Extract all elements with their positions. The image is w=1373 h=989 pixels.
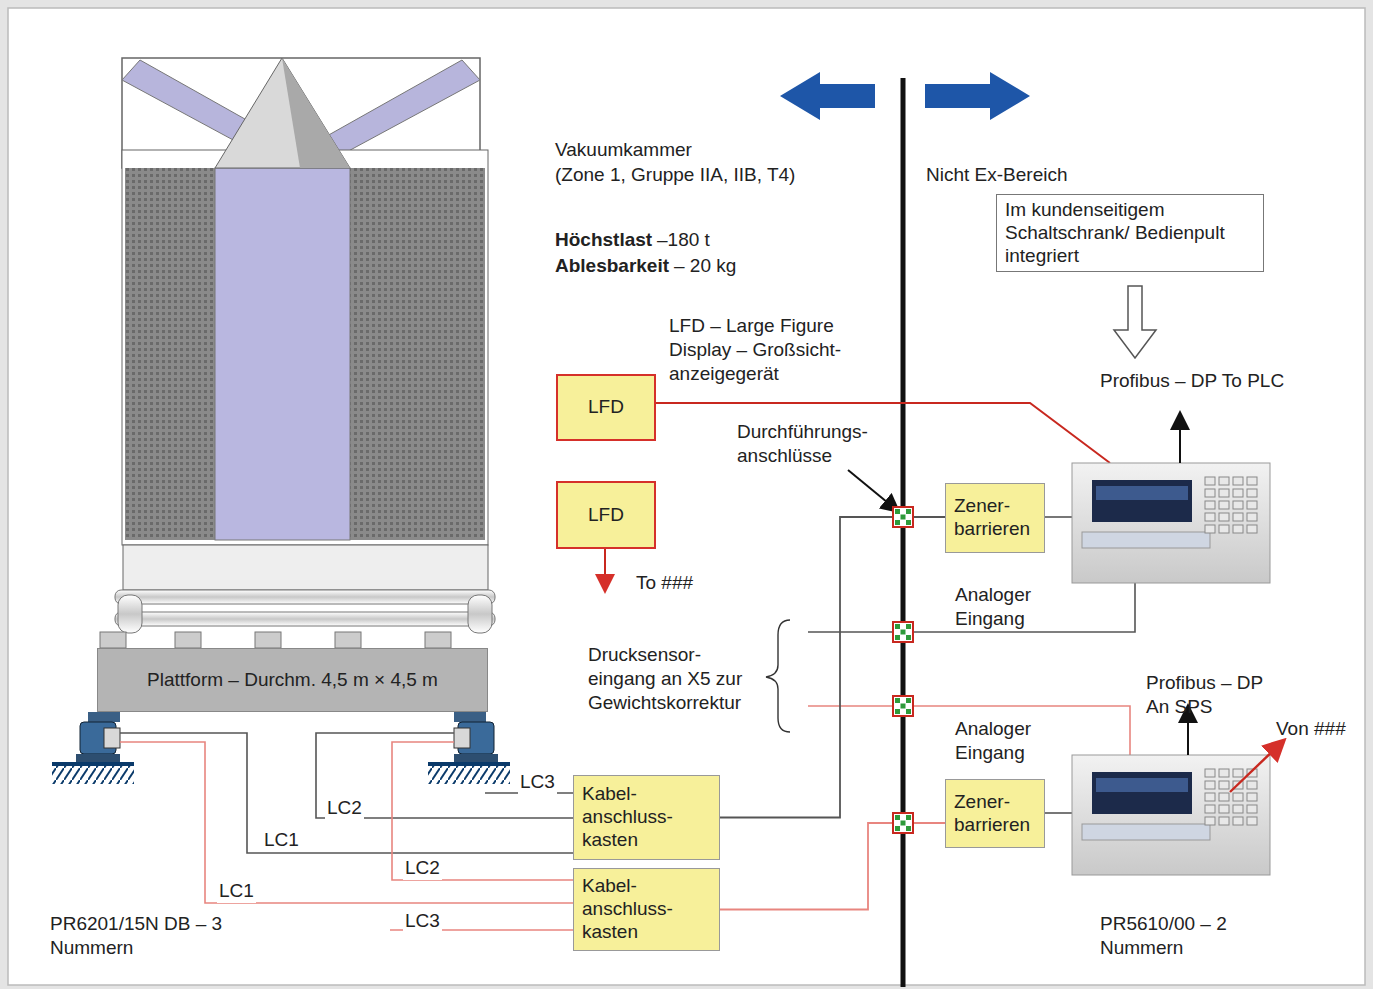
label-text: PR6201/15N DB – 3 Nummern [50,912,225,960]
label-text: Analoger Eingang [955,717,1075,765]
label-text: Profibus – DP An SPS [1146,671,1266,719]
feedthrough [893,622,913,642]
note-box: Im kundenseitigem Schaltschrank/ Bedienp… [996,194,1264,272]
label-text: LC3 [518,770,557,794]
label-text: Nicht Ex-Bereich [926,163,1068,187]
label-text: LC2 [403,856,442,880]
node-text: Im kundenseitigem Schaltschrank/ Bedienp… [1005,199,1255,267]
feedthrough [893,813,913,833]
label-text: Profibus – DP To PLC [1100,369,1284,393]
display-box: LFD [556,374,656,441]
signal-wire [720,823,945,910]
label-text: Vakuumkammer [555,138,692,162]
label-text: Höchstlast [555,228,652,252]
junction-box: Kabel- anschluss- kasten [573,868,720,951]
node-text: Kabel- anschluss- kasten [582,783,702,851]
junction-box: Kabel- anschluss- kasten [573,775,720,860]
node-text: Zener- barrieren [954,495,1036,541]
label-text: Durchführungs- anschlüsse [737,420,887,468]
label-text: – 20 kg [674,254,736,278]
node-text: LFD [588,396,624,419]
platform-box: Plattform – Durchm. 4,5 m × 4,5 m [97,648,488,712]
node-text: Zener- barrieren [954,791,1036,837]
label-text: Analoger Eingang [955,583,1075,631]
label-text: To ### [636,571,693,595]
barrier-box: Zener- barrieren [945,483,1045,553]
label-text: LC2 [325,796,364,820]
signal-wire [720,517,945,818]
barrier-box: Zener- barrieren [945,779,1045,848]
label-text: LC1 [217,879,256,903]
label-text: Von ### [1276,717,1346,741]
label-text: PR5610/00 – 2 Nummern [1100,912,1240,960]
label-text: –180 t [657,228,710,252]
node-text: Plattform – Durchm. 4,5 m × 4,5 m [147,669,438,692]
feedthrough [893,507,913,527]
node-text: LFD [588,504,624,527]
label-text: LC1 [262,828,301,852]
feedthrough [893,696,913,716]
label-text: (Zone 1, Gruppe IIA, IIB, T4) [555,163,795,187]
node-text: Kabel- anschluss- kasten [582,875,702,943]
display-box: LFD [556,481,656,549]
label-text: Drucksensor- eingang an X5 zur Gewichtsk… [588,643,773,714]
label-text: Ablesbarkeit [555,254,669,278]
label-text: LFD – Large Figure Display – Großsicht- … [669,314,859,385]
label-text: LC3 [403,909,442,933]
